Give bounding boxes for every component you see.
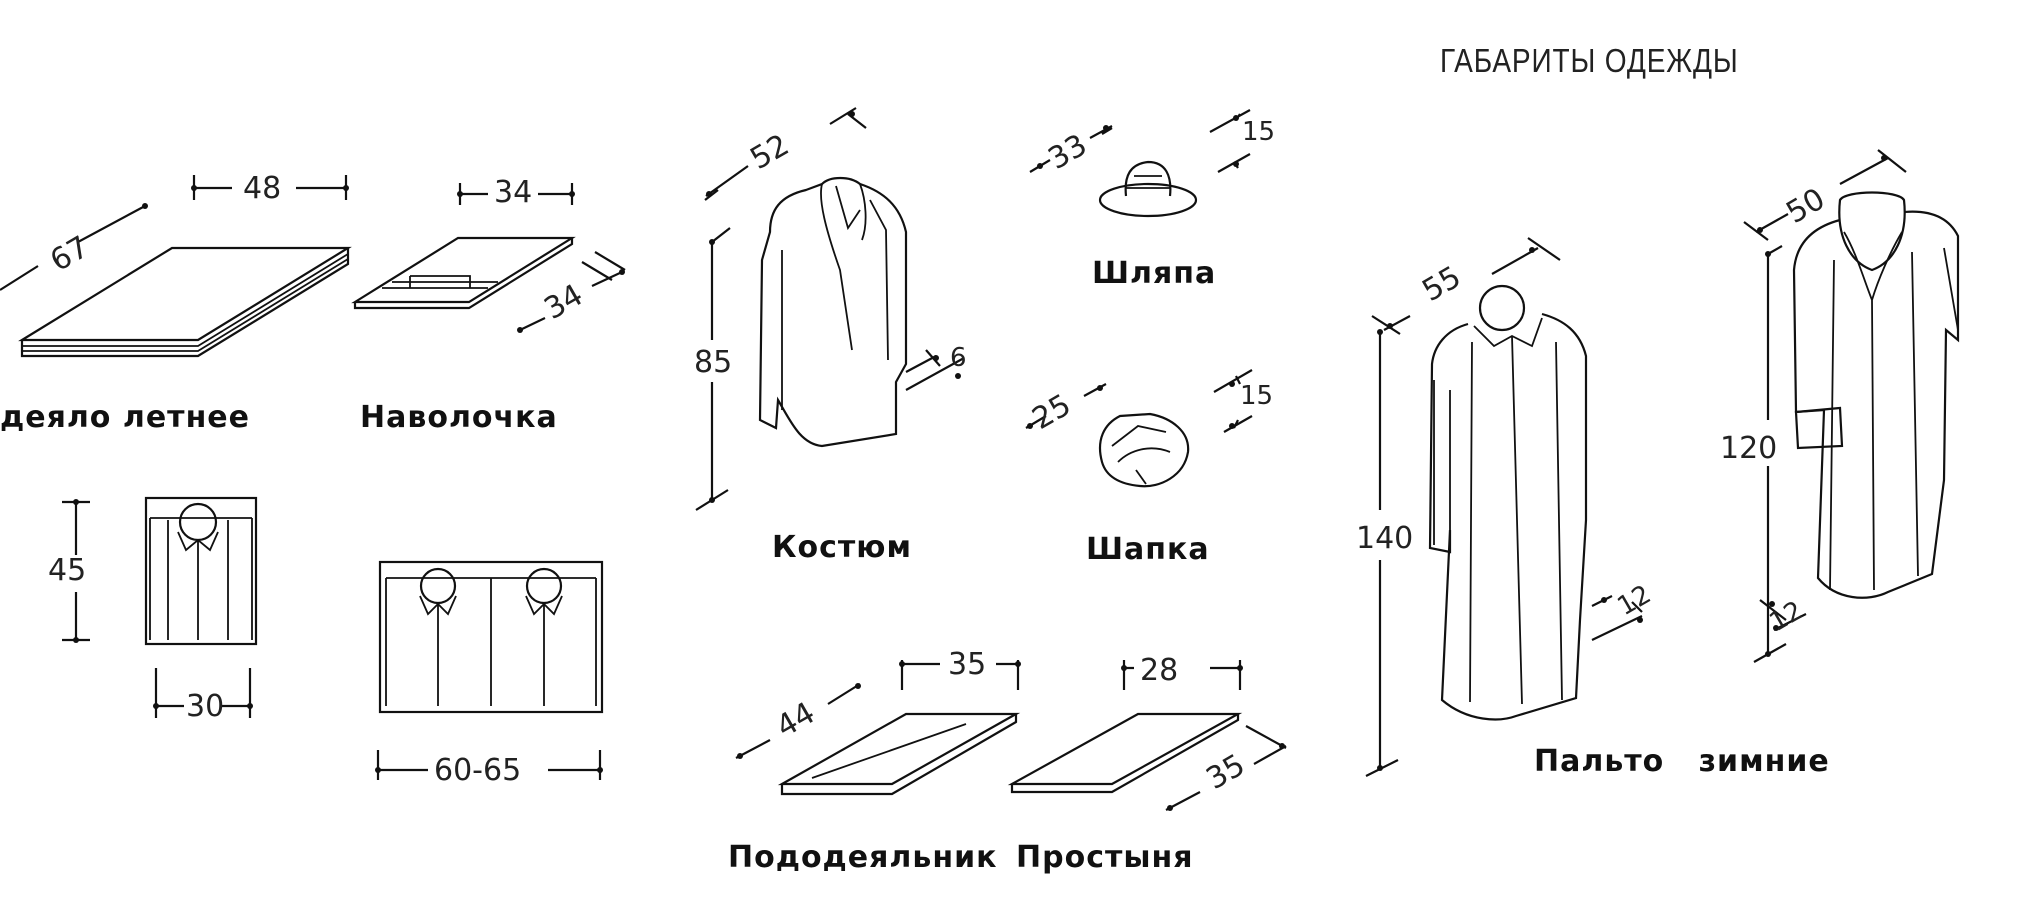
hat-width-dimension: 33 [1043, 128, 1094, 177]
suit-height-dimension: 85 [694, 345, 732, 380]
pillowcase-label: Наволочка [360, 400, 558, 435]
cap-drawing [1025, 369, 1253, 488]
duvet-cover-depth-dimension: 44 [771, 696, 822, 745]
sheet-width-dimension: 28 [1140, 653, 1178, 688]
suit-label: Костюм [772, 530, 912, 565]
pillowcase-drawing [351, 183, 626, 333]
blanket-label: деяло летнее [0, 400, 250, 435]
hat-label: Шляпа [1092, 256, 1217, 291]
suit-width-dimension: 52 [745, 128, 796, 177]
duvet-cover-label: Пододеяльник [728, 840, 998, 875]
pillowcase-depth-dimension: 34 [539, 278, 590, 327]
coat-left-depth-dimension: 12 [1613, 580, 1657, 623]
hat-height-dimension: 15 [1242, 117, 1275, 147]
coat-right-drawing [1743, 149, 1960, 663]
page-title: ГАБАРИТЫ ОДЕЖДЫ [1440, 42, 1739, 79]
cap-width-dimension: 25 [1027, 388, 1078, 437]
hat-drawing [1029, 109, 1251, 218]
duvet-cover-width-dimension: 35 [948, 647, 986, 682]
cap-height-dimension: 15 [1240, 381, 1273, 411]
coat-left-drawing [1365, 237, 1643, 777]
coat-left-height-dimension: 140 [1356, 521, 1413, 556]
sheet-depth-dimension: 35 [1201, 748, 1252, 797]
suit-depth-dimension: 6 [950, 343, 967, 373]
coat-right-width-dimension: 50 [1781, 182, 1832, 231]
shirt-width-dimension: 30 [186, 689, 224, 724]
coat-right-height-dimension: 120 [1720, 431, 1777, 466]
sheet-label: Простыня [1016, 840, 1194, 875]
blanket-width-dimension: 48 [243, 171, 281, 206]
shirts-pair-width-dimension: 60-65 [434, 753, 521, 788]
suit-drawing [695, 107, 965, 511]
shirt-height-dimension: 45 [48, 553, 86, 588]
pillowcase-width-dimension: 34 [494, 175, 532, 210]
sheet-drawing [1007, 660, 1287, 811]
coat-left-width-dimension: 55 [1417, 260, 1468, 309]
cap-label: Шапка [1086, 532, 1210, 567]
shirts-pair-drawing [375, 560, 604, 780]
coats-label: Пальто зимние [1534, 744, 1830, 779]
blanket-drawing [0, 175, 352, 358]
shirt-drawing [62, 496, 258, 718]
duvet-cover-drawing [735, 660, 1021, 796]
